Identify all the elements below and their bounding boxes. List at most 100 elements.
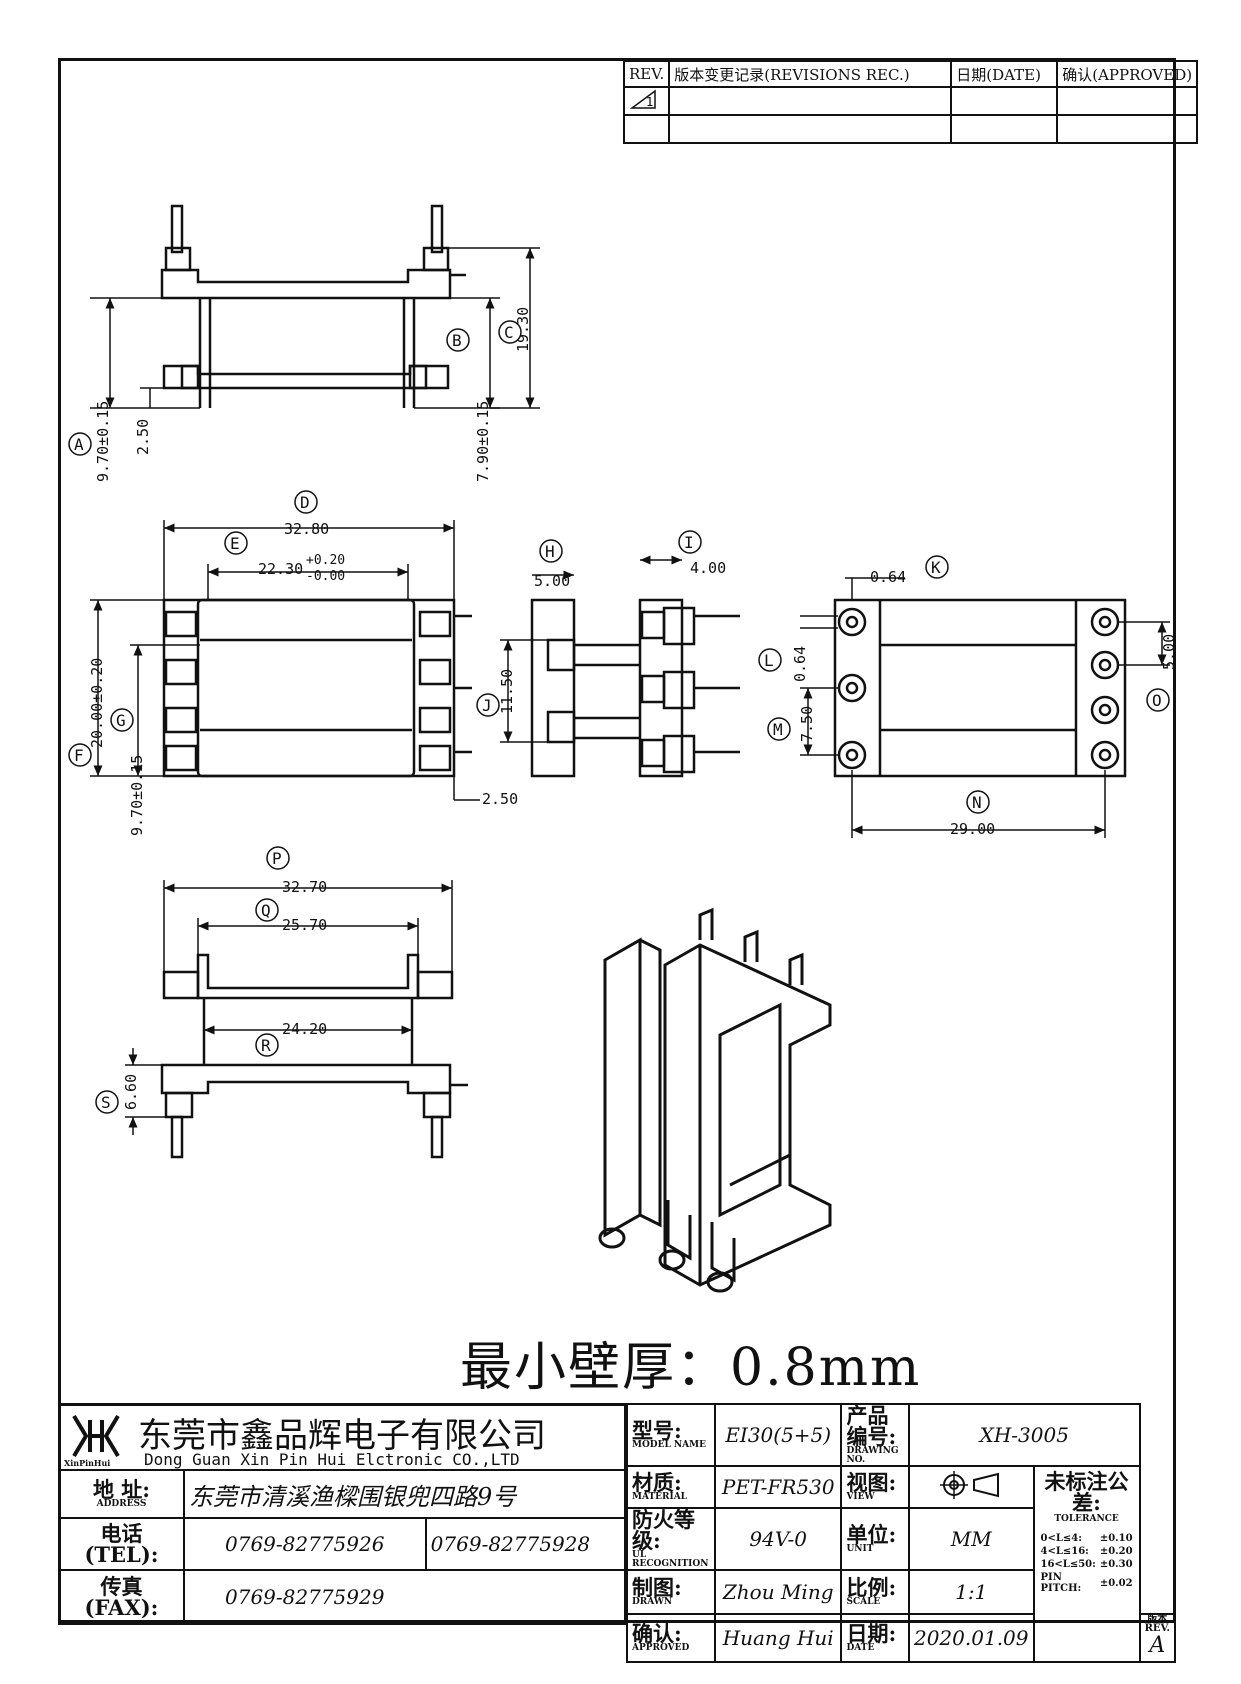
unit-value: MM: [907, 1507, 1035, 1571]
revision-triangle-icon: 1: [629, 89, 656, 109]
bottom-view-dims: [800, 577, 1170, 838]
dim-M-label: 7.50: [798, 706, 816, 742]
rev-cell: 版本REV. A: [1138, 1613, 1177, 1663]
revision-date-cell: [950, 86, 1059, 116]
end-view-dims: [500, 555, 682, 743]
tel-2: 0769-82775928: [424, 1517, 627, 1571]
dim-E-tol-lower: -0.00: [306, 569, 345, 584]
balloon-O: O: [1146, 688, 1170, 712]
approved-header: 确认(APPROVED): [1056, 60, 1199, 88]
balloon-L: L: [758, 648, 782, 672]
end-view-labels: 5.00 4.00 11.50: [498, 559, 726, 714]
dim-J-label: 11.50: [498, 669, 516, 714]
title-block: XinPinHui 东莞市鑫品辉电子有限公司 Dong Guan Xin Pin…: [58, 1403, 1177, 1663]
dim-P-label: 32.70: [282, 878, 327, 896]
isometric-view: [598, 907, 832, 1293]
bottom-view-labels: 0.64 0.64 7.50 29.00 5.00: [791, 568, 1178, 838]
svg-text:C: C: [504, 323, 514, 342]
svg-text:M: M: [773, 720, 783, 739]
date-label-cell: 日期:DATE: [840, 1613, 910, 1663]
svg-text:L: L: [764, 651, 774, 670]
svg-text:N: N: [972, 793, 982, 812]
tolerance-list: 0<L≤4:±0.10 4<L≤16:±0.20 16<L≤50:±0.30 P…: [1040, 1533, 1133, 1594]
svg-text:H: H: [545, 542, 555, 561]
balloon-Q: Q: [255, 898, 279, 922]
approved-value: Huang Hui: [713, 1613, 843, 1663]
scale-value: 1:1: [907, 1569, 1035, 1615]
balloon-E: E: [224, 531, 248, 555]
fax-label: 传真(FAX):: [58, 1569, 185, 1625]
revision-cell: [950, 114, 1059, 144]
dim-K-label: 0.64: [870, 568, 906, 586]
balloon-K: K: [925, 555, 949, 579]
svg-text:B: B: [452, 331, 462, 350]
revision-approved-cell: [1056, 86, 1199, 116]
svg-text:J: J: [482, 696, 492, 715]
rev-header: REV.: [622, 60, 671, 88]
ul-value: 94V-0: [713, 1507, 843, 1571]
svg-text:Q: Q: [261, 901, 271, 920]
revision-cell: [622, 114, 671, 144]
balloon-B: B: [446, 328, 470, 352]
drawn-value: Zhou Ming: [713, 1569, 843, 1615]
svg-text:R: R: [261, 1036, 271, 1055]
bottom-view: [833, 598, 1127, 778]
tel-1: 0769-82775926: [183, 1517, 427, 1571]
drawing-no-label-cell: 产品编号:DRAWING NO.: [840, 1403, 910, 1467]
svg-text:O: O: [1152, 691, 1162, 710]
company-logo: [72, 1414, 120, 1458]
third-angle-projection-icon: [940, 1471, 1000, 1499]
min-wall-thickness-note: 最小壁厚：0.8mm: [460, 1338, 922, 1398]
balloon-A: A: [68, 432, 92, 456]
dim-Q-label: 25.70: [282, 916, 327, 934]
balloon-R: R: [255, 1033, 279, 1057]
scale-label-cell: 比例:SCALE: [840, 1569, 910, 1615]
logo-text: XinPinHui: [64, 1458, 111, 1468]
tolerance-cell: 未标注公差: TOLERANCE 0<L≤4:±0.10 4<L≤16:±0.2…: [1032, 1465, 1141, 1663]
svg-text:F: F: [74, 746, 84, 765]
dim-I-label: 4.00: [690, 559, 726, 577]
top-view-dims: [90, 520, 480, 801]
svg-text:G: G: [116, 711, 126, 730]
dim-S-label: 6.60: [122, 1074, 140, 1110]
dim-top-pin-offset: 2.50: [482, 790, 518, 808]
dim-N-label: 29.00: [950, 820, 995, 838]
approved-label-cell: 确认:APPROVED: [626, 1613, 716, 1663]
balloon-P: P: [266, 846, 290, 870]
side-view: [160, 204, 466, 408]
svg-text:E: E: [230, 534, 240, 553]
drawing-no-value: XH-3005: [907, 1403, 1141, 1467]
front-view-dims: [125, 880, 453, 1135]
balloon-C: C: [498, 320, 522, 344]
fax-value: 0769-82775929: [183, 1569, 626, 1625]
top-view: [162, 598, 472, 778]
balloon-group: A B C D E F G H I J K L M N O P Q R S: [68, 320, 1170, 1114]
dim-C-label: 19.30: [514, 307, 532, 352]
balloon-S: S: [95, 1090, 119, 1114]
technical-drawing: 9.70±0.15 2.50 7.90±0.15 19.30 32.80 22.…: [68, 204, 1178, 1293]
rev-symbol-cell: 1: [622, 86, 671, 116]
dim-R-label: 24.20: [282, 1020, 327, 1038]
front-view: [160, 953, 468, 1159]
svg-text:K: K: [931, 558, 941, 577]
svg-text:D: D: [300, 493, 310, 512]
svg-text:1: 1: [646, 95, 653, 109]
view-label-cell: 视图:VIEW: [840, 1465, 910, 1509]
revision-record-header: 版本变更记录(REVISIONS REC.): [668, 60, 953, 88]
address-value: 东莞市清溪渔樑围银兜四路9号: [183, 1469, 626, 1519]
balloon-M: M: [767, 717, 791, 741]
model-label-cell: 型号:MODEL NAME: [626, 1403, 716, 1467]
revision-record-cell: [668, 86, 953, 116]
revision-cell: [1056, 114, 1199, 144]
balloon-F: F: [68, 743, 92, 767]
balloon-I: I: [678, 530, 702, 554]
tel-label: 电话(TEL):: [58, 1517, 185, 1571]
side-view-dims: [90, 247, 540, 409]
side-view-labels: 9.70±0.15 2.50 7.90±0.15 19.30: [94, 307, 532, 482]
balloon-J: J: [476, 693, 500, 717]
balloon-H: H: [539, 539, 563, 563]
date-header: 日期(DATE): [950, 60, 1059, 88]
dim-H-label: 5.00: [534, 572, 570, 590]
svg-text:P: P: [272, 849, 282, 868]
projection-symbol-cell: [907, 1465, 1035, 1509]
